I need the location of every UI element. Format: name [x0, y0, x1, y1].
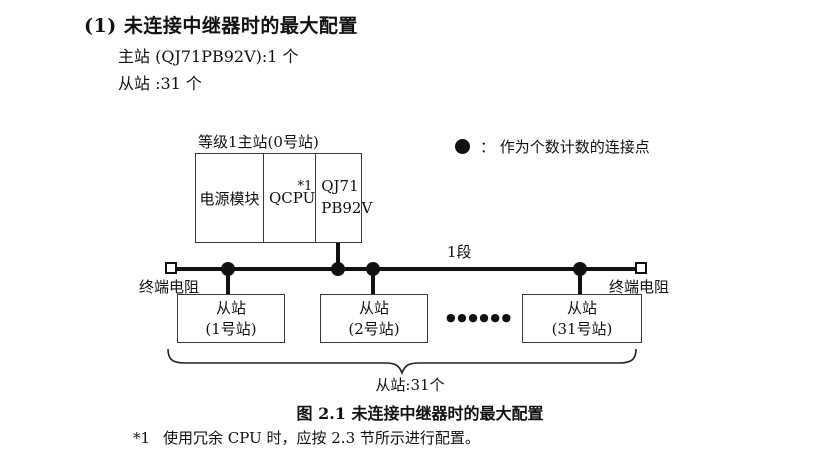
footnote-text: 使用冗余 CPU 时，应按 2.3 节所示进行配置。 [163, 429, 480, 447]
slave-station-31-line1: 从站 [566, 299, 597, 318]
legend: ： 作为个数计数的连接点 [455, 136, 650, 157]
master-station-label: 等级1主站(0号站) [198, 133, 319, 151]
terminating-resistor-right-icon [635, 262, 647, 274]
master-count-text: 主站 (QJ71PB92V):1 个 [118, 47, 299, 66]
slave31-drop-line [578, 269, 582, 295]
terminating-resistor-right-label: 终端电阻 [609, 278, 670, 296]
connection-point-dot-icon [455, 139, 470, 154]
slave-station-31-line2: (31号站) [551, 319, 613, 338]
footnote-marker: *1 [133, 429, 151, 447]
figure-caption: 图 2.1 未连接中继器时的最大配置 [296, 404, 544, 423]
segment-label: 1段 [447, 243, 472, 261]
connection-dot [573, 262, 587, 276]
qcpu-label: QCPU [269, 189, 316, 207]
master-drop-line [336, 243, 340, 269]
connection-dot [366, 262, 380, 276]
footnote-reference: *1 [297, 179, 313, 194]
qj71pb92v-cell: QJ71 PB92V [316, 154, 372, 242]
slave-station-2-line2: (2号站) [348, 319, 400, 338]
slave1-drop-line [226, 269, 230, 295]
slave-station-2-line1: 从站 [358, 299, 389, 318]
connection-dot [331, 262, 345, 276]
slave-station-31-box: 从站 (31号站) [522, 294, 642, 343]
slaves-brace [167, 348, 637, 375]
slaves-total-label: 从站:31个 [375, 376, 445, 394]
section-heading: (1) 未连接中继器时的最大配置 [84, 15, 358, 37]
qj71-label-line1: QJ71 [321, 177, 359, 196]
slave-station-1-line2: (1号站) [205, 319, 257, 338]
legend-text: ： 作为个数计数的连接点 [480, 138, 650, 156]
terminating-resistor-left-icon [165, 262, 177, 274]
connection-dot [221, 262, 235, 276]
terminating-resistor-left-label: 终端电阻 [139, 278, 200, 296]
slave-station-2-box: 从站 (2号站) [320, 294, 428, 343]
slave-station-1-box: 从站 (1号站) [177, 294, 285, 343]
footnote: *1 使用冗余 CPU 时，应按 2.3 节所示进行配置。 [133, 427, 480, 448]
slave2-drop-line [371, 269, 375, 295]
master-station-box: 电源模块 *1 QCPU QJ71 PB92V [195, 153, 372, 243]
ellipsis-dots: ●●●●●● [446, 311, 513, 324]
power-module-cell: 电源模块 [196, 154, 264, 242]
slave-station-1-line1: 从站 [215, 299, 246, 318]
slave-count-text: 从站 :31 个 [118, 74, 202, 93]
qcpu-cell: *1 QCPU [264, 154, 317, 242]
qj71-label-line2: PB92V [321, 199, 373, 217]
bus-line [171, 267, 642, 271]
